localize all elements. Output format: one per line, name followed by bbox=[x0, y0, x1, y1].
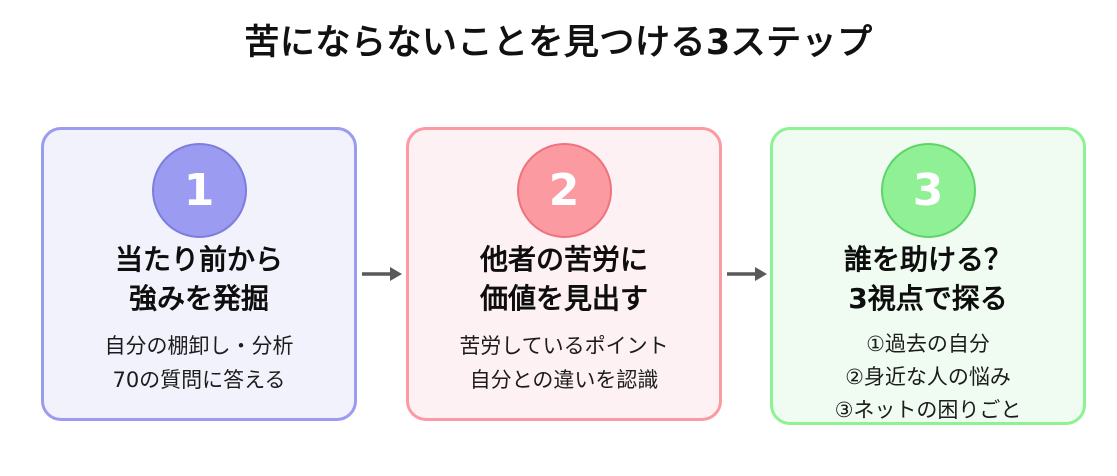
step-heading-line: 他者の苦労に bbox=[479, 243, 648, 276]
step-heading-line: 誰を助ける？ bbox=[843, 243, 1012, 276]
step-card-1: 1 当たり前から 強みを発掘 自分の棚卸し・分析 70の質問に答える bbox=[41, 127, 357, 421]
step-heading: 当たり前から 強みを発掘 bbox=[44, 240, 354, 318]
step-number-badge: 2 bbox=[516, 143, 612, 238]
step-detail-line: 自分の棚卸し・分析 bbox=[104, 334, 294, 359]
step-heading-line: 3視点で探る bbox=[848, 282, 1008, 316]
step-details: ①過去の自分 ②身近な人の悩み ③ネットの困りごと bbox=[773, 328, 1083, 427]
step-details: 自分の棚卸し・分析 70の質問に答える bbox=[44, 330, 354, 397]
step-number-badge: 1 bbox=[151, 143, 247, 238]
step-detail-line: 70の質問に答える bbox=[112, 367, 286, 392]
step-heading: 他者の苦労に 価値を見出す bbox=[409, 240, 719, 318]
right-arrow-icon bbox=[727, 266, 767, 282]
right-arrow-icon bbox=[362, 266, 402, 282]
step-detail-line: 苦労しているポイント bbox=[459, 334, 669, 359]
step-heading-line: 価値を見出す bbox=[479, 282, 648, 316]
step-card-2: 2 他者の苦労に 価値を見出す 苦労しているポイント 自分との違いを認識 bbox=[406, 127, 722, 421]
step-detail-line: ①過去の自分 bbox=[866, 332, 990, 357]
step-details: 苦労しているポイント 自分との違いを認識 bbox=[409, 330, 719, 397]
step-detail-line: ②身近な人の悩み bbox=[845, 365, 1011, 390]
step-heading-line: 当たり前から bbox=[114, 243, 283, 276]
step-detail-line: ③ネットの困りごと bbox=[834, 398, 1022, 423]
step-heading: 誰を助ける？ 3視点で探る bbox=[773, 240, 1083, 318]
step-heading-line: 強みを発掘 bbox=[128, 282, 269, 316]
step-number-badge: 3 bbox=[880, 143, 976, 238]
step-card-3: 3 誰を助ける？ 3視点で探る ①過去の自分 ②身近な人の悩み ③ネットの困りご… bbox=[770, 127, 1086, 425]
step-detail-line: 自分との違いを認識 bbox=[469, 367, 659, 392]
page-title: 苦にならないことを見つける3ステップ bbox=[244, 23, 873, 63]
